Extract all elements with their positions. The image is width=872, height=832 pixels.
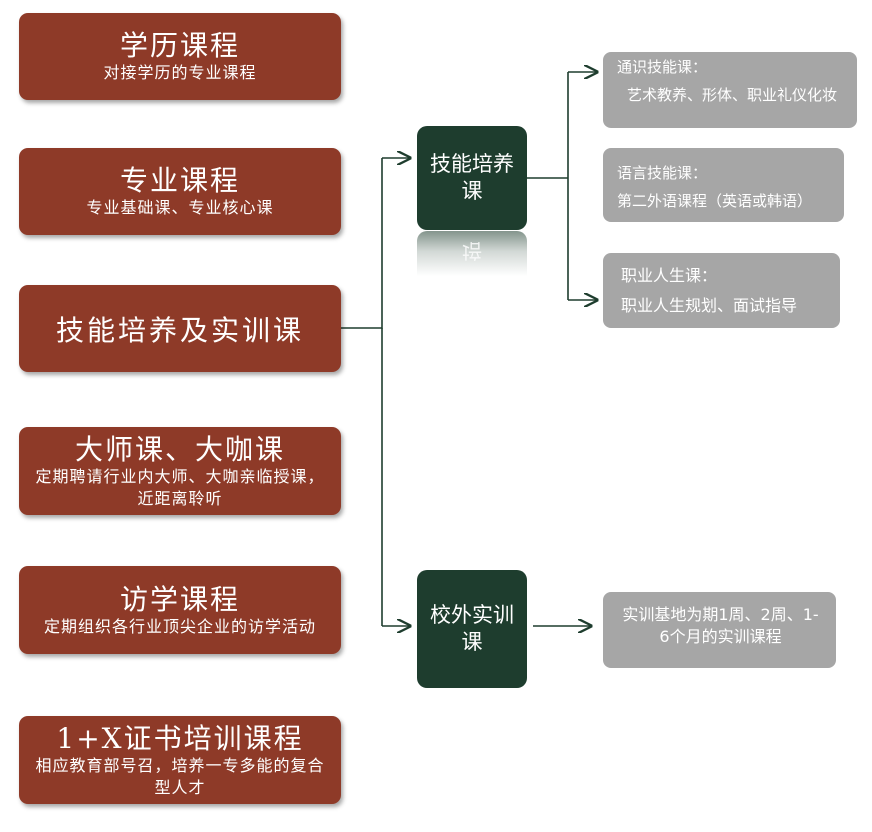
box-body: 艺术教养、形体、职业礼仪化妆 bbox=[626, 86, 837, 104]
box-general-skills: 通识技能课： 艺术教养、形体、职业礼仪化妆 bbox=[603, 52, 857, 128]
box-body: 职业人生规划、面试指导 bbox=[621, 296, 798, 315]
node-reflection: 培 bbox=[417, 231, 527, 276]
node-label: 技能培养课 bbox=[430, 152, 514, 203]
node-outside-training: 校外实训课 bbox=[417, 570, 527, 688]
card-academic-course: 学历课程 对接学历的专业课程 bbox=[19, 13, 341, 100]
card-title: 1+X证书培训课程 bbox=[56, 721, 304, 755]
node-skill-training: 技能培养课 bbox=[417, 126, 527, 230]
card-title: 学历课程 bbox=[119, 29, 240, 62]
card-skill-training: 技能培养及实训课 bbox=[19, 285, 341, 372]
card-title: 访学课程 bbox=[119, 582, 240, 616]
card-master-class: 大师课、大咖课 定期聘请行业内大师、大咖亲临授课，近距离聆听 bbox=[19, 427, 341, 515]
box-language-skills: 语言技能课： 第二外语课程（英语或韩语） bbox=[603, 148, 844, 222]
card-title: 专业课程 bbox=[119, 164, 240, 197]
box-career: 职业人生课： 职业人生规划、面试指导 bbox=[603, 253, 840, 328]
card-subtitle: 对接学历的专业课程 bbox=[103, 63, 257, 82]
box-title: 语言技能课： bbox=[617, 164, 708, 182]
card-certificate-course: 1+X证书培训课程 相应教育部号召，培养一专多能的复合型人才 bbox=[19, 716, 341, 804]
card-subtitle: 相应教育部号召，培养一专多能的复合型人才 bbox=[35, 755, 325, 797]
card-subtitle: 定期聘请行业内大师、大咖亲临授课，近距离聆听 bbox=[35, 466, 325, 508]
box-body: 第二外语课程（英语或韩语） bbox=[617, 192, 813, 210]
box-title: 职业人生课： bbox=[621, 266, 718, 285]
connector-skill-stem bbox=[527, 72, 569, 300]
box-practice-base: 实训基地为期1周、2周、1-6个月的实训课程 bbox=[603, 592, 836, 668]
node-reflection-text: 培 bbox=[462, 239, 482, 263]
connector-main-stem bbox=[341, 158, 383, 329]
card-subtitle: 定期组织各行业顶尖企业的访学活动 bbox=[43, 616, 316, 636]
card-major-course: 专业课程 专业基础课、专业核心课 bbox=[19, 148, 341, 235]
card-title: 技能培养及实训课 bbox=[55, 313, 304, 347]
card-visit-course: 访学课程 定期组织各行业顶尖企业的访学活动 bbox=[19, 566, 341, 654]
card-subtitle: 专业基础课、专业核心课 bbox=[86, 198, 274, 217]
node-label: 校外实训课 bbox=[430, 603, 514, 654]
card-title: 大师课、大咖课 bbox=[74, 432, 285, 466]
box-title: 通识技能课： bbox=[617, 58, 708, 76]
box-body: 实训基地为期1周、2周、1-6个月的实训课程 bbox=[622, 605, 819, 646]
